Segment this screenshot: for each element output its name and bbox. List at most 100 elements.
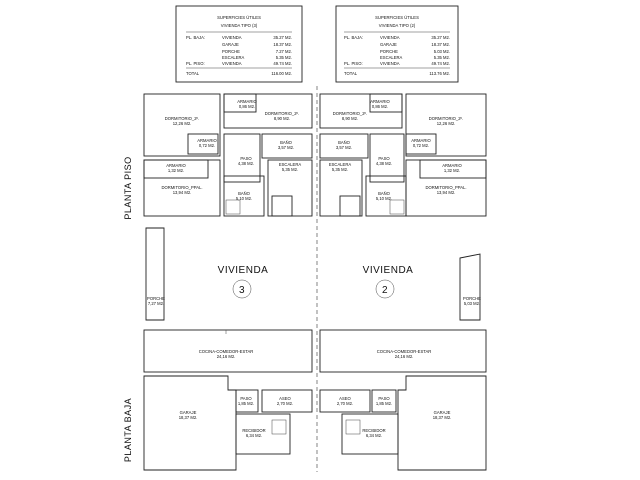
table-row-room: PORCHE [222,49,240,54]
label-armario-ppal: ARMARIO [442,163,462,168]
area-garaje: 18,37 M2. [433,415,452,420]
label-aseo: ASEO [339,396,351,401]
room-armario-top [369,93,403,113]
room-armario-ppal [143,159,209,179]
area-bano-top: 3,57 M2. [278,145,294,150]
area-garaje: 18,37 M2. [179,415,198,420]
porche-left: PORCHE 7,27 M2. [145,227,165,321]
house-number-left: 3 [239,285,245,296]
area-armario-ppal: 1,32 M2. [444,168,460,173]
table-row-value: 5.35 M2. [434,55,450,60]
table-row-room: VIVIENDA [222,35,242,40]
room-aseo [261,389,313,413]
room-bano-low [365,175,407,217]
room-aseo [319,389,371,413]
upper-floor-right: ARMARIO 0,86 M2. DORMITORIO_2º. 8,90 M2.… [319,93,487,217]
area-armario-mid: 0,72 M2. [413,143,429,148]
label-porche: PORCHE [147,296,165,301]
room-porche [145,227,165,321]
room-bano-low [223,175,265,217]
room-armario-ppal [419,159,487,179]
area-porche: 5,03 M2. [464,301,480,306]
label-paso-bajo: PASO [240,396,252,401]
table-row-room: ESCALERA [222,55,245,60]
room-paso [223,133,261,183]
label-armario-top: ARMARIO [370,99,390,104]
table-row-value: 5.35 M2. [276,55,292,60]
stair-landing [271,195,293,217]
label-dorm-ppal: DORMITORIO_PPAL. [425,185,466,190]
room-paso [369,133,405,183]
house-number-circle-left [232,279,252,299]
label-armario-mid: ARMARIO [411,138,431,143]
label-paso: PASO [240,156,252,161]
area-table-left-row: GARAJE 18.37 M2. [222,42,292,47]
table-row-value: 7.27 M2. [276,49,292,54]
area-dorm2-large: 12,26 M2. [173,121,192,126]
table-row-value: 49.74 M2. [431,61,450,66]
label-paso: PASO [378,156,390,161]
area-table-left-total-value: 116.00 M2. [271,71,292,76]
table-row-value: 18.37 M2. [431,42,450,47]
label-dorm2-small: DORMITORIO_2º. [265,111,300,116]
table-row-room: VIVIENDA [380,61,400,66]
label-garaje: GARAJE [180,410,197,415]
area-cocina: 24,16 M2. [217,354,236,359]
label-bano-top: BAÑO [280,140,293,145]
area-recibidor: 6,34 M2. [366,433,382,438]
ground-floor-right: COCINA-COMEDOR-ESTAR 24,16 M2. PASO 1,85… [319,329,487,471]
room-recibidor [341,413,399,455]
area-table-right-row: PORCHE 5.03 M2. [380,49,450,54]
ground-floor-left: COCINA-COMEDOR-ESTAR 24,16 M2. PASO 1,85… [143,329,313,471]
house-name-right: VIVIENDA [363,265,414,276]
room-bano-top [261,133,313,159]
area-table-right-row: ESCALERA 5.35 M2. [380,55,450,60]
house-name-left: VIVIENDA [218,265,269,276]
area-dorm2-small: 8,90 M2. [274,116,290,121]
area-table-right-title1: SUPERFICIES ÚTILES [375,15,419,20]
area-table-left-row: PORCHE 7.27 M2. [222,49,292,54]
label-dorm2-small: DORMITORIO_2º. [333,111,368,116]
table-row-room: GARAJE [222,42,239,47]
table-row-room: VIVIENDA [380,35,400,40]
area-table-right-total-label: TOTAL [344,71,358,76]
label-escalera: ESCALERA [329,162,352,167]
table-row-room: GARAJE [380,42,397,47]
label-bano-top: BAÑO [338,140,351,145]
area-dorm2-small: 8,90 M2. [342,116,358,121]
area-table-left-row: PL. BAJA: VIVIENDA 35.27 M2. [186,35,292,40]
label-paso-bajo: PASO [378,396,390,401]
area-table-right: SUPERFICIES ÚTILES VIVIENDA TIPO (2) PL.… [335,5,459,83]
upper-floor-left: ARMARIO 0,86 M2. DORMITORIO_2º. 8,90 M2.… [143,93,313,217]
area-table-right-frame [335,5,459,83]
area-paso: 4,38 M2. [376,161,392,166]
area-cocina: 24,16 M2. [395,354,414,359]
shower-tray [225,199,241,215]
area-dorm-ppal: 13,94 M2. [437,190,456,195]
area-aseo: 2,70 M2. [337,401,353,406]
label-recibidor: RECIBIDOR [242,428,265,433]
area-dorm-ppal: 13,94 M2. [173,190,192,195]
area-table-left: SUPERFICIES ÚTILES VIVIENDA TIPO (3) PL.… [175,5,303,83]
label-bano-low: BAÑO [238,191,251,196]
area-aseo: 2,70 M2. [277,401,293,406]
room-armario-mid [405,133,437,155]
label-armario-mid: ARMARIO [197,138,217,143]
area-bano-top: 3,57 M2. [336,145,352,150]
area-bano-low: 5,10 M2. [236,196,252,201]
table-row-value: 5.03 M2. [434,49,450,54]
room-recibidor [235,413,291,455]
room-cocina [319,329,487,373]
area-table-right-row: PL. BAJA: VIVIENDA 35.27 M2. [344,35,450,40]
shower-tray [389,199,405,215]
area-table-left-row: PL. PISO: VIVIENDA 49.74 M2. [186,61,292,66]
area-armario-top: 0,86 M2. [372,104,388,109]
label-recibidor: RECIBIDOR [362,428,385,433]
label-dorm2-large: DORMITORIO_2º. [165,116,200,121]
label-escalera: ESCALERA [279,162,302,167]
hall-closet [345,419,361,435]
house-label-right: VIVIENDA 2 [363,265,414,299]
area-table-right-title2: VIVIENDA TIPO (2) [379,23,416,28]
area-table-left-title2: VIVIENDA TIPO (3) [221,23,258,28]
label-aseo: ASEO [279,396,291,401]
